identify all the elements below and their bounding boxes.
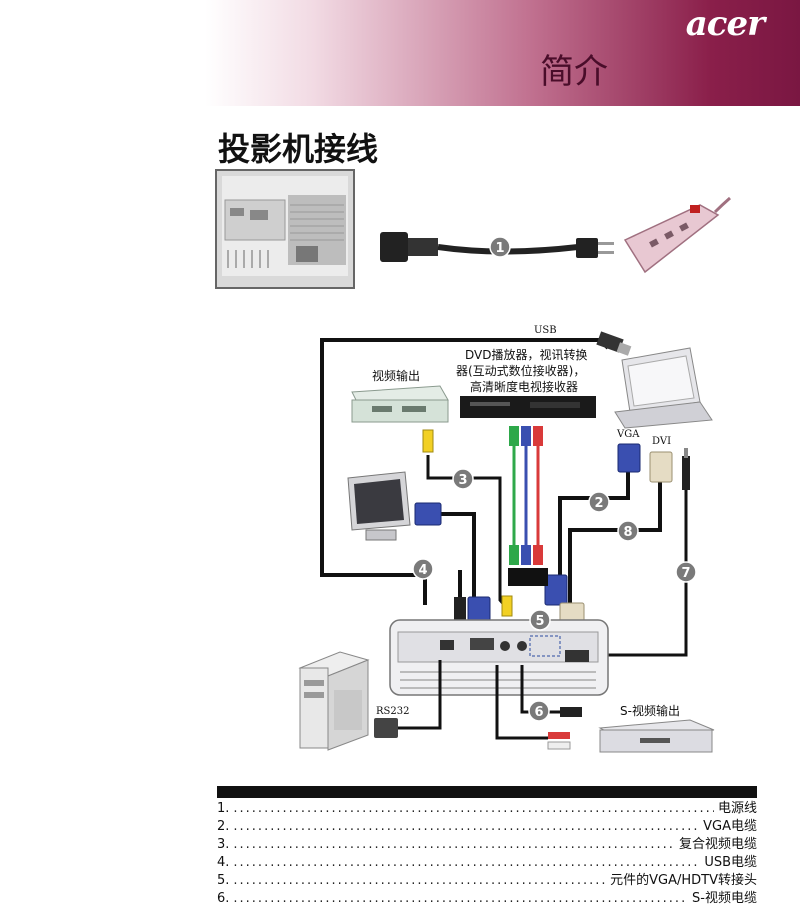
svg-text:7: 7: [681, 566, 690, 581]
component-adapter: [508, 568, 548, 586]
leader-dots: [233, 872, 606, 890]
svg-text:4: 4: [418, 563, 427, 578]
legend-divider: [217, 786, 757, 798]
component-cable: [509, 426, 543, 565]
legend-label: VGA电缆: [703, 819, 757, 834]
svg-text:2: 2: [594, 496, 603, 511]
legend-item: 6. S-视频电缆: [217, 890, 757, 908]
number-badge-5: 5: [529, 609, 551, 631]
svg-text:3: 3: [458, 473, 467, 488]
connection-diagram: USB DVD播放器，视讯转换 器(互动式数位接收器)， 高清晰度电视接收器 视…: [215, 169, 731, 753]
projector-back-photo: [215, 169, 355, 289]
svideo-output-device-icon: [598, 719, 715, 753]
leader-dots: [233, 854, 700, 872]
legend-label: 元件的VGA/HDTV转接头: [610, 873, 757, 888]
legend-label: 复合视频电缆: [678, 837, 757, 852]
legend-item: 2. VGA电缆: [217, 818, 757, 836]
leader-dots: [233, 890, 688, 908]
section-title: 简介: [540, 52, 608, 92]
vga-connector-top: [617, 443, 641, 473]
legend-label: USB电缆: [704, 855, 757, 870]
video-output-device-icon: [351, 385, 449, 423]
power-strip: [623, 196, 731, 274]
legend-item: 5. 元件的VGA/HDTV转接头: [217, 872, 757, 890]
laptop-icon: [614, 347, 713, 429]
legend-number: 2.: [217, 819, 230, 834]
dvd-player-icon: [460, 396, 596, 418]
projector-icon: [389, 619, 609, 696]
svideo-out-label: S-视频输出: [620, 703, 680, 718]
usb-label: USB: [534, 325, 557, 336]
number-badge-1: 1: [489, 236, 511, 258]
legend-number: 5.: [217, 873, 230, 888]
legend-item: 3. 复合视频电缆: [217, 836, 757, 854]
legend-list: 1. 电源线 2. VGA电缆 3. 复合视频电缆 4. USB电缆 5. 元件…: [217, 800, 757, 908]
leader-dots: [233, 800, 714, 818]
page-header: acer 简介: [205, 0, 800, 106]
acer-logo: acer: [685, 4, 765, 44]
leader-dots: [233, 836, 675, 854]
number-badge-3: 3: [452, 468, 474, 490]
legend-label: 电源线: [717, 801, 757, 816]
svg-text:1: 1: [495, 241, 504, 256]
dvi-label: DVI: [652, 436, 671, 447]
legend-item: 1. 电源线: [217, 800, 757, 818]
number-badge-2: 2: [588, 491, 610, 513]
page-title: 投影机接线: [218, 130, 379, 168]
legend-number: 3.: [217, 837, 230, 852]
number-badge-6: 6: [528, 700, 550, 722]
dvd-label-line3: 高清晰度电视接收器: [470, 379, 578, 394]
dvd-label-line2: 器(互动式数位接收器)，: [456, 363, 585, 378]
svg-text:5: 5: [535, 614, 544, 629]
rs232-label: RS232: [376, 706, 409, 717]
legend-number: 4.: [217, 855, 230, 870]
svg-text:6: 6: [534, 705, 543, 720]
video-out-label: 视频输出: [372, 368, 420, 383]
number-badge-7: 7: [675, 561, 697, 583]
power-cable: [380, 232, 614, 262]
svg-text:8: 8: [623, 525, 632, 540]
leader-dots: [233, 818, 699, 836]
usb-plug: [596, 331, 632, 356]
legend-number: 6.: [217, 891, 230, 906]
pc-tower-icon: [298, 651, 370, 751]
dvd-label-line1: DVD播放器，视讯转换: [465, 347, 587, 362]
monitor-icon: [347, 471, 411, 541]
number-badge-4: 4: [412, 558, 434, 580]
legend-item: 4. USB电缆: [217, 854, 757, 872]
legend-label: S-视频电缆: [692, 891, 757, 906]
legend-number: 1.: [217, 801, 230, 816]
dvi-connector: [649, 451, 673, 483]
vga-label: VGA: [616, 429, 640, 440]
number-badge-8: 8: [617, 520, 639, 542]
